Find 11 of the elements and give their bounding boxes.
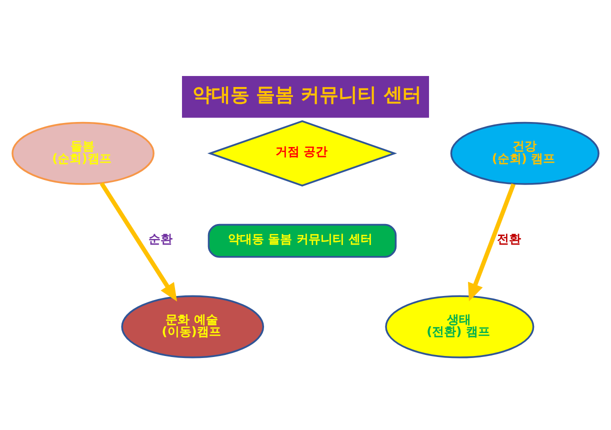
node-ellipse: 문화 예술 (이동)캠프 [121, 295, 264, 358]
node-diamond: 거점 공간 [207, 120, 398, 186]
arrow [468, 183, 516, 302]
edge-label: 전환 [497, 232, 522, 246]
node-ellipse: 건강 (순회) 캠프 [450, 122, 600, 185]
arrow [100, 182, 178, 302]
node-box: 약대동 돌봄 커뮤니티 센터 [208, 224, 397, 258]
node-ellipse: 생태 (전환) 캠프 [385, 295, 534, 358]
node-ellipse: 돌봄 (순회)캠프 [12, 122, 154, 185]
diagram-title: 약대동 돌봄 커뮤니티 센터 [192, 82, 422, 106]
edge-label: 순환 [148, 232, 172, 246]
